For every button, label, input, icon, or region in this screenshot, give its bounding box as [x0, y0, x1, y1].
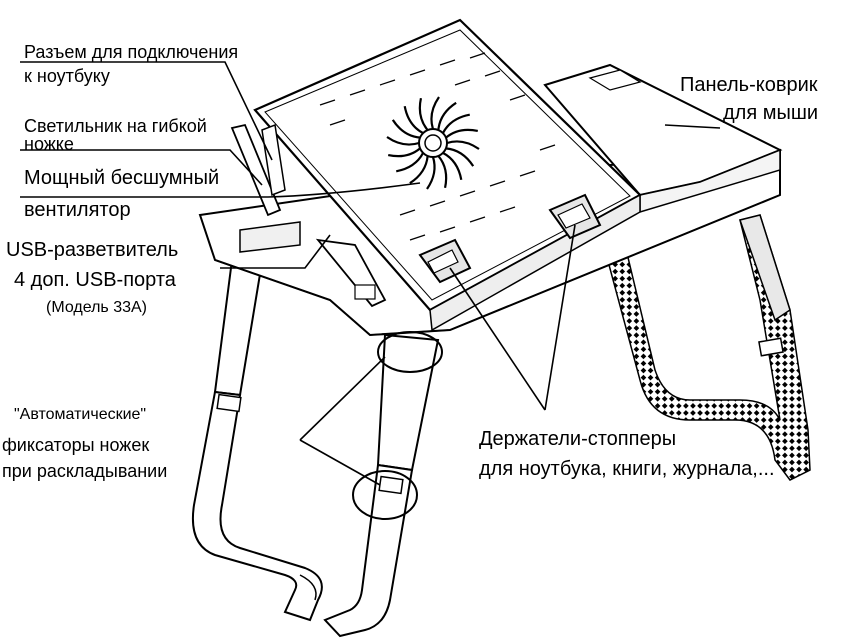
lock-label-line1: "Автоматические" [14, 406, 147, 423]
right-leg [604, 214, 811, 481]
holder-stopper-right [548, 193, 602, 240]
lock-label-line2: фиксаторы ножек [2, 435, 150, 455]
mousepad-label-line2: для мыши [723, 102, 819, 124]
middle-leg [299, 333, 440, 638]
usb-label-line2: 4 доп. USB-порта [14, 269, 176, 291]
vent-slots [319, 52, 556, 241]
flexible-lamp [230, 123, 286, 217]
fan-icon [386, 96, 480, 190]
lock-callout-lower [352, 470, 418, 520]
mouse-pad-panel [543, 63, 783, 214]
mousepad-label-line1: Панель-коврик [680, 74, 818, 96]
usb-hub [315, 238, 387, 308]
left-leg [191, 258, 323, 622]
connector-label-line2: к ноутбуку [24, 66, 110, 86]
lock-callout-upper [377, 331, 443, 373]
fan-label-line2: вентилятор [24, 199, 131, 221]
usb-label-line3: (Модель 33А) [46, 299, 147, 316]
usb-label-line1: USB-разветвитель [6, 239, 179, 261]
holders-label-line1: Держатели-стопперы [479, 428, 677, 450]
lamp-label-line1: Светильник на гибкой [24, 116, 207, 136]
leader-lines [20, 61, 721, 486]
holders-label-line2: для ноутбука, книги, журнала,... [479, 458, 775, 480]
lock-label-line3: при раскладывании [2, 461, 168, 481]
holder-stopper-left [418, 238, 472, 284]
lamp-label-line2: ножке [24, 134, 74, 154]
connector-label-line1: Разъем для подключения [24, 42, 239, 62]
fan-label-line1: Мощный бесшумный [24, 167, 220, 189]
